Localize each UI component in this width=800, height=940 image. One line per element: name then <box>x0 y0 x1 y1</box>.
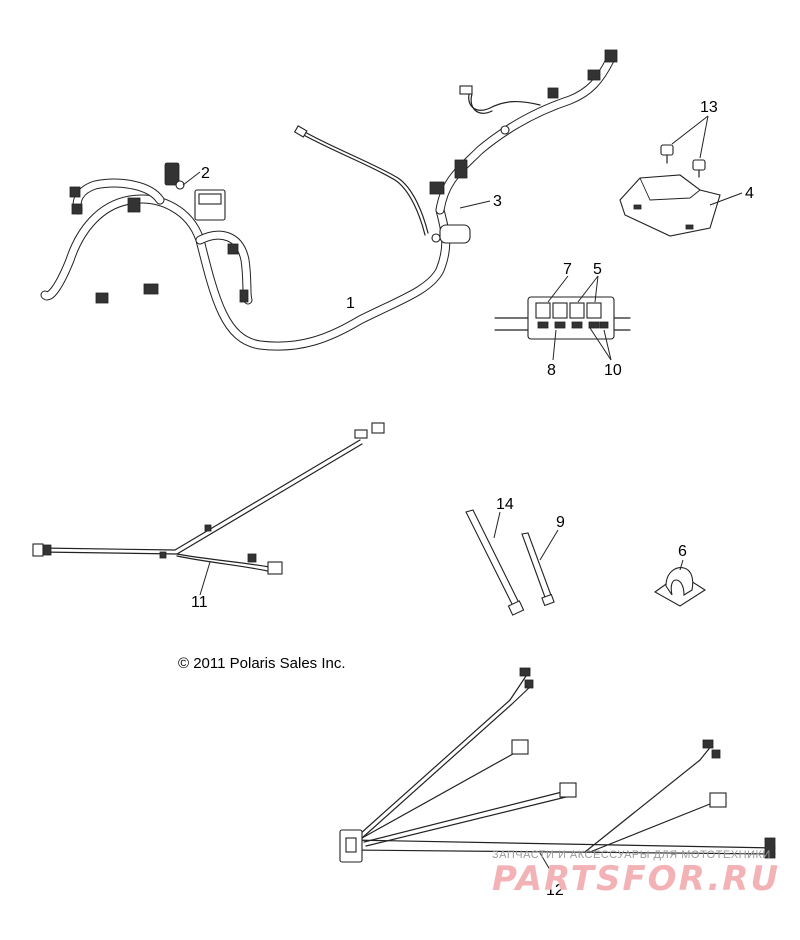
screws <box>660 144 706 178</box>
callout-10: 10 <box>604 362 622 379</box>
cable-ties <box>465 509 555 616</box>
harness-11 <box>32 422 385 575</box>
callout-6: 6 <box>678 543 687 560</box>
callout-2: 2 <box>201 165 210 182</box>
watermark-logo: PARTSFOR.RU <box>492 859 780 899</box>
callout-8: 8 <box>547 362 556 379</box>
callout-14: 14 <box>496 496 514 513</box>
callout-7: 7 <box>563 261 572 278</box>
callout-9: 9 <box>556 514 565 531</box>
callout-1: 1 <box>346 295 355 312</box>
callout-11: 11 <box>191 594 208 611</box>
harness-12 <box>339 667 776 863</box>
callout-5: 5 <box>593 261 602 278</box>
callout-12: 12 <box>546 882 564 899</box>
fuse-box <box>494 296 631 340</box>
callout-3: 3 <box>493 193 502 210</box>
bracket <box>619 174 721 237</box>
watermark-text: ЗАПЧАСТИ И АКСЕССУАРЫ ДЛЯ МОТОТЕХНИКИ <box>492 849 771 861</box>
callout-4: 4 <box>745 185 754 202</box>
main-harness <box>40 49 618 351</box>
callout-13: 13 <box>700 99 718 116</box>
clip <box>653 567 707 607</box>
copyright-text: © 2011 Polaris Sales Inc. <box>178 655 346 672</box>
